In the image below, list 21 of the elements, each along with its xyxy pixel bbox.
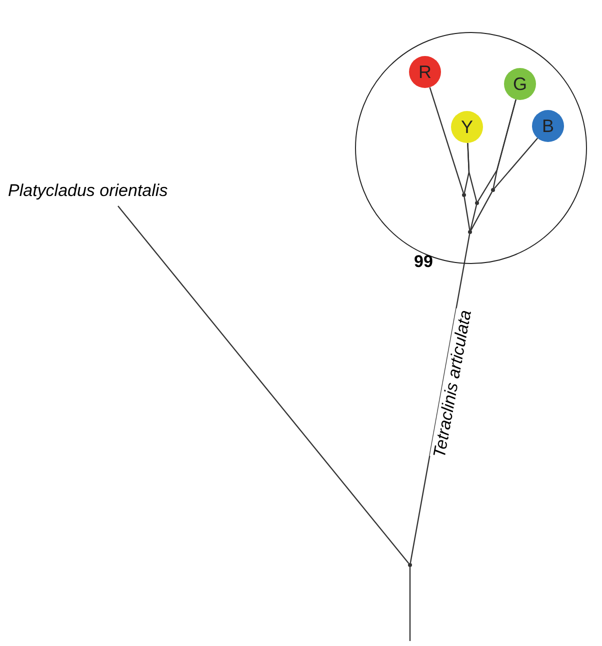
branch-node <box>468 230 472 234</box>
bootstrap-value: 99 <box>414 252 433 272</box>
colored-circle-marker: B <box>532 110 564 142</box>
tree-branch <box>494 138 538 189</box>
tree-branch <box>492 99 516 188</box>
tree-branch <box>429 87 464 194</box>
tree-branch <box>470 192 493 230</box>
branch-node <box>491 188 495 192</box>
tree-branch <box>470 204 478 230</box>
tree-branch <box>118 206 410 564</box>
tree-branch <box>467 142 478 202</box>
tree-branch <box>464 196 470 230</box>
branch-node <box>475 201 479 205</box>
tree-branch <box>410 234 470 564</box>
tree-branch <box>409 567 411 641</box>
species-label: Platycladus orientalis <box>8 181 224 205</box>
colored-circle-marker: Y <box>451 111 483 143</box>
colored-circle-marker: G <box>504 68 536 100</box>
branch-node <box>408 563 412 567</box>
branch-node <box>462 193 466 197</box>
colored-circle-marker: R <box>409 56 441 88</box>
